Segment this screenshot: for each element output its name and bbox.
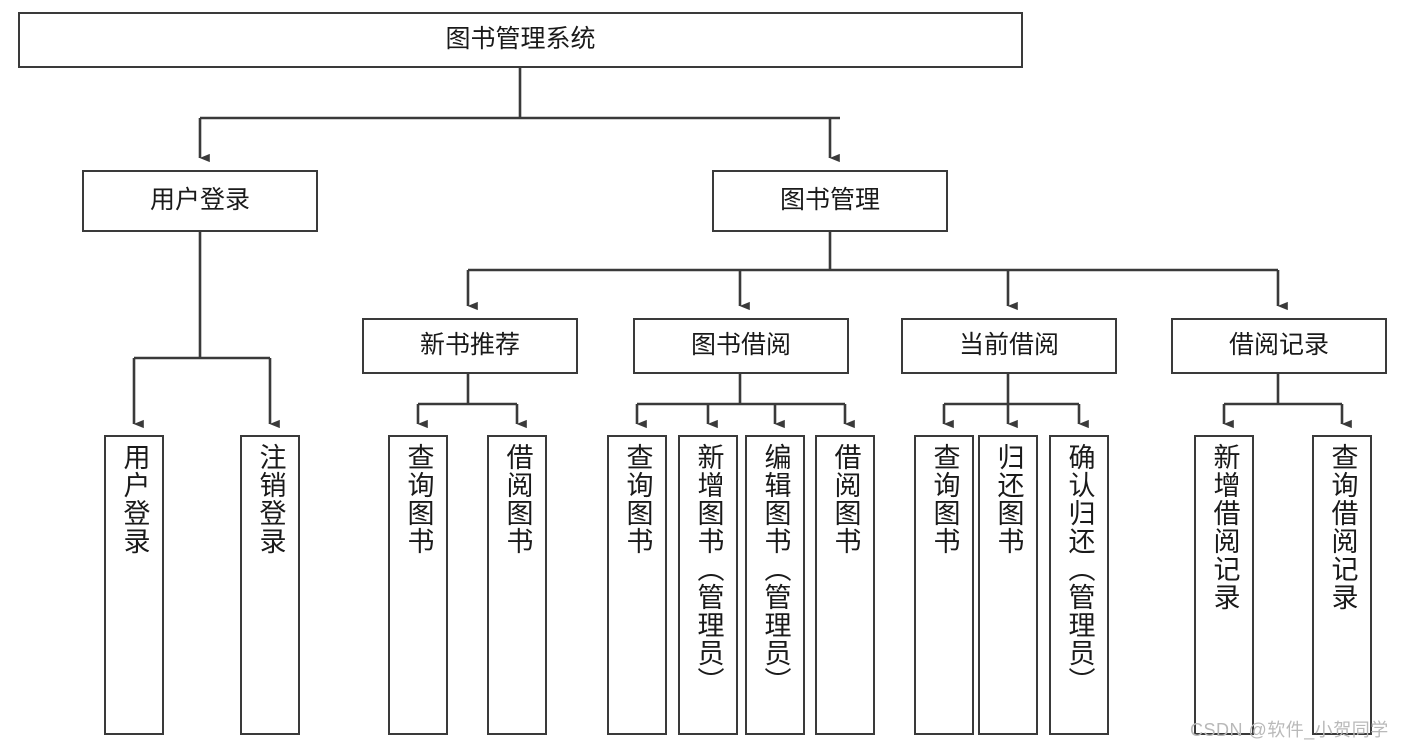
node-borrow-record-label: 借阅记录 (1228, 331, 1329, 360)
node-leaf-edit-book-admin-label: 编辑图书（管理员） (760, 443, 791, 695)
node-user-login[interactable]: 用户登录 (82, 170, 318, 232)
node-leaf-query-book-current[interactable]: 查询图书 (914, 435, 974, 735)
node-book-management-label: 图书管理 (779, 186, 880, 215)
node-leaf-confirm-return-admin-label: 确认归还（管理员） (1064, 443, 1095, 695)
node-leaf-user-login[interactable]: 用户登录 (104, 435, 164, 735)
node-book-borrow[interactable]: 图书借阅 (633, 318, 849, 374)
node-leaf-borrow-book-recommend[interactable]: 借阅图书 (487, 435, 547, 735)
node-root-book-management-system[interactable]: 图书管理系统 (18, 12, 1023, 68)
node-leaf-query-book-recommend[interactable]: 查询图书 (388, 435, 448, 735)
node-new-book-recommend[interactable]: 新书推荐 (362, 318, 578, 374)
node-current-borrow-label: 当前借阅 (958, 331, 1059, 360)
node-leaf-add-book-admin-label: 新增图书（管理员） (693, 443, 724, 695)
node-leaf-query-book-recommend-label: 查询图书 (403, 443, 434, 555)
node-leaf-borrow-book[interactable]: 借阅图书 (815, 435, 875, 735)
node-user-login-label: 用户登录 (149, 186, 250, 215)
node-leaf-add-book-admin[interactable]: 新增图书（管理员） (678, 435, 738, 735)
node-leaf-confirm-return-admin[interactable]: 确认归还（管理员） (1049, 435, 1109, 735)
node-leaf-return-book[interactable]: 归还图书 (978, 435, 1038, 735)
node-book-management[interactable]: 图书管理 (712, 170, 948, 232)
node-leaf-query-borrow-record[interactable]: 查询借阅记录 (1312, 435, 1372, 735)
csdn-watermark: CSDN @软件_小贺同学 (1190, 720, 1389, 740)
node-root-label: 图书管理系统 (445, 25, 596, 54)
node-book-borrow-label: 图书借阅 (690, 331, 791, 360)
node-leaf-edit-book-admin[interactable]: 编辑图书（管理员） (745, 435, 805, 735)
node-leaf-query-book-current-label: 查询图书 (929, 443, 960, 555)
node-new-book-recommend-label: 新书推荐 (419, 331, 520, 360)
node-leaf-borrow-book-recommend-label: 借阅图书 (502, 443, 533, 555)
node-leaf-query-book-borrow[interactable]: 查询图书 (607, 435, 667, 735)
node-leaf-add-borrow-record-label: 新增借阅记录 (1209, 443, 1240, 611)
node-leaf-query-borrow-record-label: 查询借阅记录 (1327, 443, 1358, 611)
node-leaf-user-login-label: 用户登录 (119, 443, 150, 555)
node-leaf-add-borrow-record[interactable]: 新增借阅记录 (1194, 435, 1254, 735)
node-leaf-query-book-borrow-label: 查询图书 (622, 443, 653, 555)
node-current-borrow[interactable]: 当前借阅 (901, 318, 1117, 374)
node-leaf-logout-label: 注销登录 (255, 443, 286, 555)
node-leaf-return-book-label: 归还图书 (993, 443, 1024, 555)
node-leaf-borrow-book-label: 借阅图书 (830, 443, 861, 555)
node-leaf-logout[interactable]: 注销登录 (240, 435, 300, 735)
node-borrow-record[interactable]: 借阅记录 (1171, 318, 1387, 374)
